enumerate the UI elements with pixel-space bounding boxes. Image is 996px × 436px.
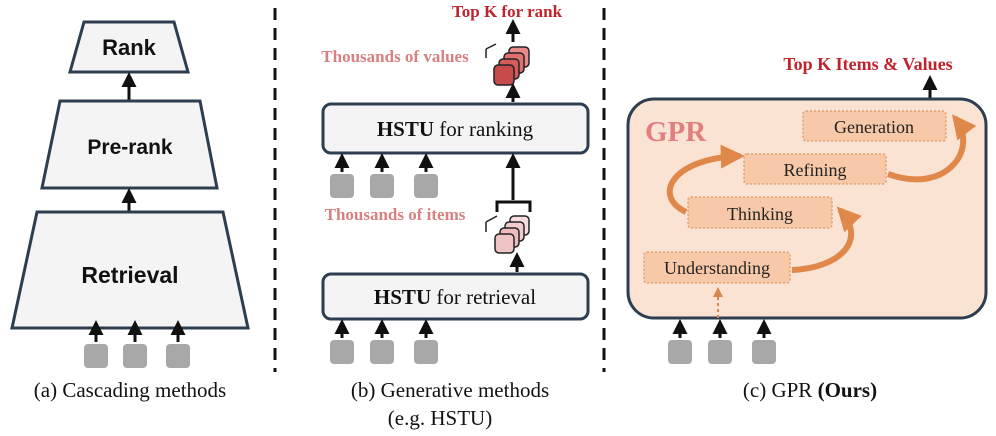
input-token — [123, 344, 147, 368]
input-token — [330, 174, 354, 198]
retrieval-stage-box — [10, 210, 250, 330]
curve-arrow-thinking-to-refining — [666, 144, 745, 215]
input-token — [708, 340, 732, 364]
input-token — [668, 340, 692, 364]
gpr-title: GPR — [645, 116, 707, 148]
panel-b: Top K for rank Thousands of values HSTU … — [321, 2, 590, 430]
panel-c-caption-prefix: (c) GPR — [743, 378, 818, 402]
input-token — [84, 344, 108, 368]
curve-arrow-understanding-to-thinking — [791, 206, 862, 273]
curve-arrow-refining-to-generation — [886, 114, 977, 183]
retrieval-stage-label: Retrieval — [81, 262, 178, 288]
panel-b-caption-line1: (b) Generative methods — [351, 378, 549, 402]
hstu-ranking-rest: for ranking — [434, 117, 534, 141]
refining-step-label: Refining — [784, 160, 847, 180]
rank-stage-label: Rank — [102, 35, 157, 60]
input-token — [166, 344, 190, 368]
thousands-of-items-label: Thousands of items — [325, 205, 466, 224]
input-token — [414, 340, 438, 364]
hstu-retrieval-box — [321, 272, 590, 321]
generation-step-label: Generation — [834, 117, 914, 137]
hstu-ranking-bold: HSTU — [377, 117, 434, 141]
pre-rank-stage-label: Pre-rank — [87, 136, 173, 159]
panel-c: Top K Items & Values GPR Generation Refi… — [626, 54, 988, 402]
items-stack-icon — [485, 215, 530, 254]
generation-step-box — [802, 110, 947, 142]
panel-c-caption: (c) GPR (Ours) — [743, 378, 877, 402]
panel-a: Rank Pre-rank Retrieval (a) Cascading me… — [10, 20, 250, 402]
panel-b-caption-line2: (e.g. HSTU) — [388, 406, 492, 430]
thinking-step-box — [687, 196, 833, 229]
input-token — [370, 340, 394, 364]
items-bracket — [495, 200, 532, 212]
top-k-items-values-label: Top K Items & Values — [783, 54, 952, 74]
hstu-ranking-text: HSTU for ranking — [377, 117, 534, 141]
thousands-of-values-label: Thousands of values — [321, 47, 469, 66]
hstu-retrieval-text: HSTU for retrieval — [374, 285, 536, 309]
panel-a-caption: (a) Cascading methods — [34, 378, 226, 402]
thinking-step-label: Thinking — [727, 204, 793, 224]
pre-rank-stage-box — [40, 99, 219, 190]
hstu-retrieval-rest: for retrieval — [431, 285, 536, 309]
values-stack-icon — [485, 43, 530, 86]
understanding-step-label: Understanding — [664, 258, 770, 278]
top-k-for-rank-label: Top K for rank — [452, 2, 563, 21]
rank-stage-box — [68, 20, 190, 74]
hstu-ranking-box — [321, 102, 590, 155]
input-token — [370, 174, 394, 198]
hstu-retrieval-bold: HSTU — [374, 285, 431, 309]
refining-step-box — [743, 153, 887, 185]
input-token — [414, 174, 438, 198]
input-token — [752, 340, 776, 364]
input-token — [330, 340, 354, 364]
panel-c-caption-bold: (Ours) — [818, 378, 878, 402]
understanding-step-box — [643, 251, 791, 284]
